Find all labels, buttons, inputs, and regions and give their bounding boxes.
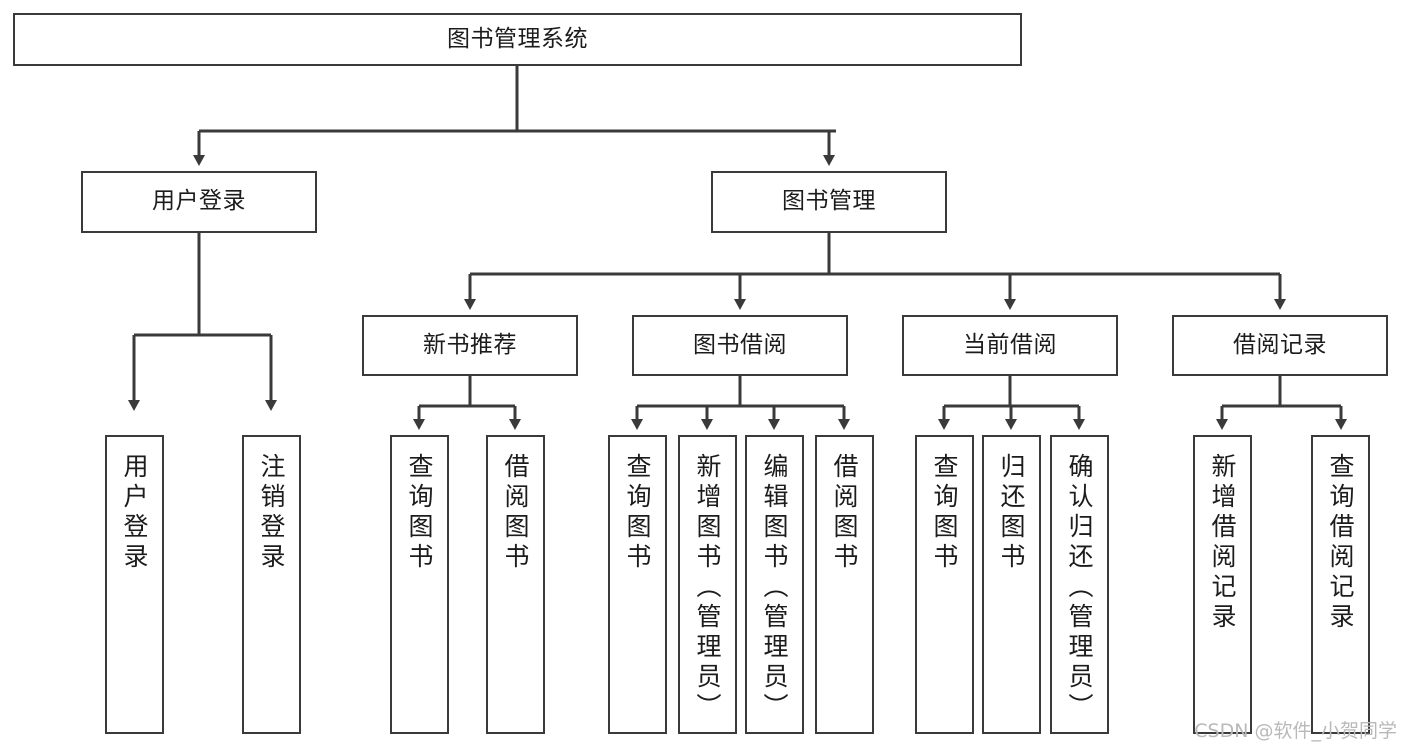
node-label: 查询图书 xyxy=(623,453,652,573)
leaf-book-borrow-query-book[interactable]: 查询图书 xyxy=(608,435,667,734)
leaf-current-borrow-return-book[interactable]: 归还图书 xyxy=(982,435,1041,734)
node-root-book-management-system[interactable]: 图书管理系统 xyxy=(13,13,1022,66)
node-label: 编辑图书（管理员） xyxy=(760,453,789,723)
node-label: 归还图书 xyxy=(997,453,1026,573)
csdn-watermark: CSDN @软件_小贺同学 xyxy=(1194,720,1397,742)
leaf-user-login-logout[interactable]: 注销登录 xyxy=(242,435,301,734)
node-label: 确认归还（管理员） xyxy=(1065,453,1094,723)
node-book-management[interactable]: 图书管理 xyxy=(711,171,947,233)
leaf-borrow-record-add-record[interactable]: 新增借阅记录 xyxy=(1193,435,1252,734)
node-label: 图书管理 xyxy=(782,188,876,215)
node-user-login[interactable]: 用户登录 xyxy=(81,171,317,233)
leaf-user-login-login[interactable]: 用户登录 xyxy=(105,435,164,734)
leaf-current-borrow-confirm-return-admin[interactable]: 确认归还（管理员） xyxy=(1050,435,1109,734)
leaf-borrow-record-query-record[interactable]: 查询借阅记录 xyxy=(1311,435,1370,734)
node-label: 图书管理系统 xyxy=(447,25,588,52)
leaf-new-book-query-book[interactable]: 查询图书 xyxy=(390,435,449,734)
node-label: 当前借阅 xyxy=(963,331,1057,358)
node-borrow-record[interactable]: 借阅记录 xyxy=(1172,315,1388,376)
node-label: 借阅图书 xyxy=(501,453,530,573)
leaf-current-borrow-query-book[interactable]: 查询图书 xyxy=(915,435,974,734)
node-label: 查询图书 xyxy=(405,453,434,573)
node-label: 注销登录 xyxy=(257,453,286,573)
node-label: 图书借阅 xyxy=(693,331,787,358)
node-book-borrow[interactable]: 图书借阅 xyxy=(632,315,848,376)
node-label: 查询图书 xyxy=(930,453,959,573)
node-label: 用户登录 xyxy=(120,453,149,573)
node-label: 借阅图书 xyxy=(830,453,859,573)
node-label: 借阅记录 xyxy=(1233,331,1327,358)
leaf-new-book-borrow-book[interactable]: 借阅图书 xyxy=(486,435,545,734)
node-label: 新增图书（管理员） xyxy=(693,453,722,723)
node-label: 新增借阅记录 xyxy=(1208,453,1237,633)
node-current-borrow[interactable]: 当前借阅 xyxy=(902,315,1118,376)
node-label: 查询借阅记录 xyxy=(1326,453,1355,633)
leaf-book-borrow-edit-book-admin[interactable]: 编辑图书（管理员） xyxy=(745,435,804,734)
leaf-book-borrow-add-book-admin[interactable]: 新增图书（管理员） xyxy=(678,435,737,734)
node-new-book-recommend[interactable]: 新书推荐 xyxy=(362,315,578,376)
node-label: 新书推荐 xyxy=(423,331,517,358)
node-label: 用户登录 xyxy=(152,188,246,215)
leaf-book-borrow-borrow-book[interactable]: 借阅图书 xyxy=(815,435,874,734)
